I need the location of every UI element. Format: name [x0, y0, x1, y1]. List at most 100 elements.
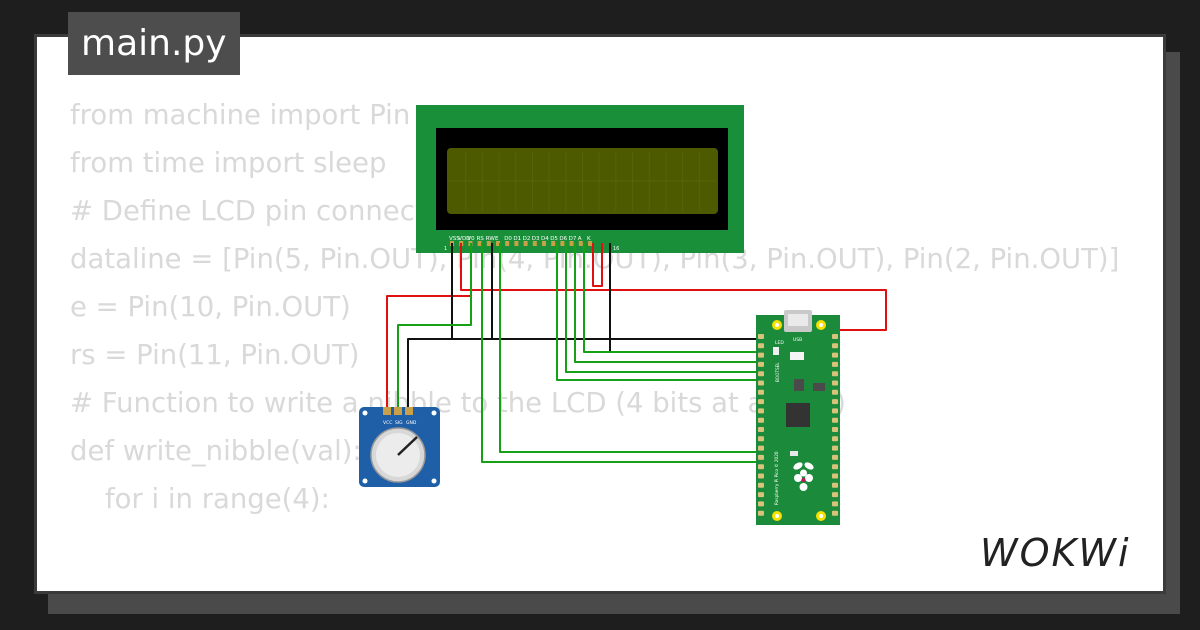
- pico-pin: [832, 454, 838, 460]
- wire-d7: [583, 243, 758, 353]
- pico-led-label: LED: [775, 340, 784, 346]
- lcd-pin-label: RS: [477, 236, 485, 242]
- pico-pin: [832, 427, 838, 432]
- pico-pin: [758, 510, 764, 516]
- lcd-pin: [514, 241, 519, 246]
- pico-pin: [832, 417, 838, 423]
- wire-pot-vcc: [386, 243, 472, 411]
- lcd-pin-label: D2: [523, 236, 531, 242]
- pico-pin: [758, 482, 764, 488]
- lcd-pin: [551, 241, 556, 246]
- wire-vdd: [460, 243, 887, 331]
- wires: [386, 243, 887, 463]
- wire-pot-gnd: [407, 338, 452, 411]
- pico-usb-label: USB: [793, 337, 802, 343]
- lcd-pin: [523, 241, 528, 246]
- lcd-pin-label: K: [587, 236, 591, 242]
- pico-pin: [758, 445, 764, 451]
- pico-pin: [758, 399, 764, 405]
- raspberry-pi-logo-icon: [793, 462, 814, 491]
- lcd-pin: [477, 241, 482, 246]
- pico-pin: [758, 464, 764, 470]
- pico-pin: [832, 389, 838, 395]
- pico-pin: [758, 417, 764, 423]
- pico-pin: [758, 352, 764, 358]
- lcd-pin: [505, 241, 510, 246]
- lcd-pin-label: D6: [559, 236, 567, 242]
- lcd-pin: [486, 241, 491, 246]
- pico-bootsel-label: BOOTSEL: [775, 362, 780, 382]
- pico-rp2040-chip: [786, 403, 810, 427]
- pico-pin: [832, 361, 838, 367]
- pico-pin: [758, 343, 764, 349]
- pot-pin-label: VCC: [383, 420, 392, 426]
- pico-pin: [832, 380, 838, 386]
- lcd-pin-label: D0: [504, 236, 512, 242]
- pico-pin: [832, 334, 838, 339]
- pico-board[interactable]: USB LED BOOTSEL Raspberry Pi Pico © 2020: [756, 310, 840, 525]
- lcd-pin-label: D5: [550, 236, 558, 242]
- lcd-pin-label: D1: [513, 236, 521, 242]
- pico-pin: [832, 408, 838, 414]
- pico-pin: [832, 436, 838, 442]
- pot-pin-label: GND: [406, 420, 417, 426]
- pico-pin: [758, 334, 764, 339]
- wire-a: [592, 243, 603, 287]
- lcd-pin-label: D4: [541, 236, 549, 242]
- code-line: from machine import Pin: [70, 99, 411, 131]
- lcd-pin-label: VDD: [458, 236, 470, 242]
- code-line: from time import sleep: [70, 147, 387, 179]
- lcd-pin-label: VSS: [449, 236, 460, 242]
- wokwi-logo: WOKWi: [980, 531, 1131, 575]
- pico-bootsel-button: [790, 352, 804, 360]
- lcd-pin-label: E: [495, 236, 499, 242]
- wire-pot-sig: [397, 243, 472, 411]
- pico-pin: [758, 454, 764, 460]
- lcd-pin-label: D3: [532, 236, 540, 242]
- lcd-pin: [542, 241, 546, 246]
- pico-pin: [832, 492, 838, 498]
- code-line: for i in range(4):: [70, 483, 330, 515]
- lcd-pin-label: D7: [569, 236, 577, 242]
- lcd-pin-last: 16: [613, 246, 619, 252]
- pico-pin: [832, 343, 838, 349]
- pico-board-label: Raspberry Pi Pico © 2020: [774, 451, 779, 505]
- pico-pin: [758, 473, 764, 479]
- pico-pin: [832, 501, 838, 507]
- wire-rs: [481, 243, 758, 463]
- pico-pin: [758, 436, 764, 442]
- pico-pin: [832, 371, 838, 377]
- pico-pin: [758, 371, 764, 377]
- code-line: dataline = [Pin(5, Pin.OUT), Pin(4, Pin.…: [70, 243, 1120, 275]
- pico-pin: [832, 352, 838, 358]
- code-line: rs = Pin(11, Pin.OUT): [70, 339, 360, 371]
- pico-pin: [758, 361, 764, 367]
- lcd-pin: [569, 241, 574, 246]
- pico-pin: [832, 464, 838, 470]
- pico-pin: [832, 510, 838, 516]
- wire-d6: [574, 243, 758, 363]
- pico-pin: [832, 473, 838, 479]
- lcd-pin: [532, 241, 537, 246]
- lcd-pin: [588, 241, 592, 246]
- pico-pin: [758, 408, 764, 414]
- pico-pin: [758, 427, 764, 432]
- wire-k: [609, 243, 758, 353]
- wokwi-logo-text: WOKWi: [980, 531, 1131, 575]
- pot-pin-label: SIG: [395, 420, 403, 426]
- file-tab[interactable]: main.py: [68, 12, 240, 75]
- wire-e: [499, 243, 758, 453]
- pico-pin: [758, 501, 764, 507]
- pico-pin: [758, 492, 764, 498]
- wire-d4: [556, 243, 758, 381]
- potentiometer[interactable]: VCC SIG GND: [359, 407, 440, 487]
- code-line: e = Pin(10, Pin.OUT): [70, 291, 351, 323]
- lcd-pin: [496, 241, 500, 246]
- lcd-pin-first: 1: [444, 246, 447, 252]
- pico-pin: [832, 399, 838, 405]
- lcd-pin-label: A: [578, 236, 582, 242]
- code-line: def write_nibble(val):: [70, 435, 362, 467]
- pico-pin: [758, 380, 764, 386]
